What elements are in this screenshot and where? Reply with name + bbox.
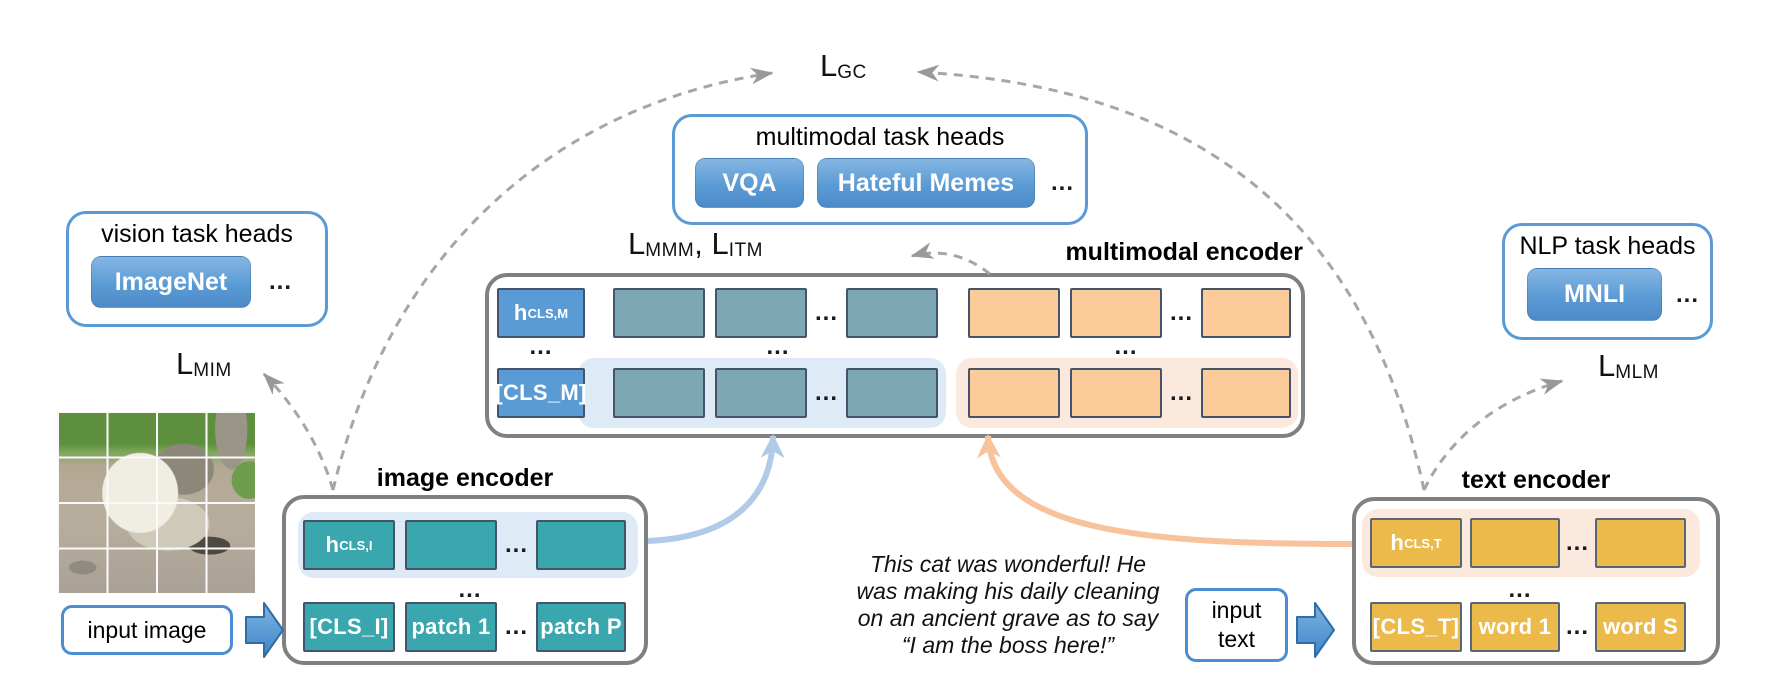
text-encoder-title: text encoder — [1461, 466, 1611, 494]
input-image-label: input image — [87, 616, 207, 643]
text-input-row: [CLS_T] word 1 ... word S — [1370, 602, 1687, 652]
ellipsis: ... — [505, 531, 529, 558]
word-token: word S — [1595, 602, 1687, 652]
vqa-head-button: VQA — [695, 158, 804, 208]
token-block — [1595, 518, 1687, 568]
token-block — [968, 288, 1061, 338]
loss-mmm-itm: LMMM, LITM — [628, 226, 763, 261]
ellipsis: ... — [766, 333, 790, 360]
token-block — [1201, 288, 1292, 338]
input-text-label-line1: input — [1211, 597, 1262, 624]
vision-task-heads-box: vision task heads ImageNet ... — [66, 211, 328, 327]
ellipsis: ... — [1508, 576, 1532, 603]
loss-global-contrastive: LGC — [820, 48, 867, 83]
loss-masked-image-modeling: LMIM — [176, 346, 232, 381]
image-encoder-title: image encoder — [376, 464, 554, 492]
nlp-task-heads-box: NLP task heads MNLI ... — [1502, 223, 1713, 340]
input-text-label-box: input text — [1185, 588, 1288, 662]
token-block — [1470, 518, 1560, 568]
vision-task-heads-title: vision task heads — [101, 220, 293, 248]
loss-masked-language-modeling: LMLM — [1598, 348, 1659, 383]
token-block — [715, 368, 807, 418]
mnli-head-button: MNLI — [1527, 268, 1662, 321]
imagenet-head-button: ImageNet — [91, 256, 251, 308]
ellipsis: ... — [529, 333, 553, 360]
token-block — [1201, 368, 1292, 418]
image-input-row: [CLS_I] patch 1 ... patch P — [303, 602, 627, 652]
token-block — [613, 368, 705, 418]
ellipsis: ... — [815, 379, 839, 406]
token-block — [1070, 288, 1163, 338]
patch-grid-overlay — [57, 411, 255, 593]
nlp-task-heads-title: NLP task heads — [1519, 232, 1696, 260]
ellipsis: ... — [505, 613, 529, 640]
ellipsis: ... — [1566, 613, 1590, 640]
token-block — [405, 520, 497, 570]
multimodal-task-heads-title: multimodal task heads — [755, 123, 1005, 151]
image-cls-token: [CLS_I] — [303, 602, 395, 652]
multimodal-encoder-title: multimodal encoder — [1065, 238, 1303, 266]
ellipsis: ... — [458, 576, 482, 603]
token-block — [846, 368, 939, 418]
more-vision-heads-ellipsis: ... — [269, 268, 293, 295]
input-text-label-line2: text — [1217, 626, 1256, 652]
text-to-multimodal-arrow — [976, 434, 1353, 547]
hateful-memes-head-button: Hateful Memes — [817, 158, 1035, 208]
input-image-label-box: input image — [61, 605, 233, 655]
input-text-arrow — [1296, 602, 1335, 658]
ellipsis: ... — [1170, 299, 1194, 326]
ellipsis: ... — [815, 299, 839, 326]
token-block — [968, 368, 1061, 418]
token-block — [613, 288, 705, 338]
patch-token: patch 1 — [405, 602, 497, 652]
word-token: word 1 — [1470, 602, 1560, 652]
image-to-multimodal-arrow — [647, 434, 785, 544]
more-nlp-heads-ellipsis: ... — [1676, 280, 1700, 308]
cat-photo — [57, 411, 255, 593]
multimodal-input-row: [CLS_M] ... ... — [495, 368, 1292, 418]
multimodal-task-heads-box: multimodal task heads VQA Hateful Memes … — [672, 114, 1088, 225]
multimodal-cls-token: [CLS_M] — [495, 368, 586, 418]
ellipsis: ... — [1170, 379, 1194, 406]
ellipsis: ... — [1114, 333, 1138, 360]
input-image-arrow — [245, 602, 284, 658]
input-text-caption: This cat was wonderful! He was making hi… — [856, 551, 1160, 658]
token-block — [846, 288, 939, 338]
more-multimodal-heads-ellipsis: ... — [1051, 169, 1075, 196]
token-block — [715, 288, 807, 338]
ellipsis: ... — [1566, 529, 1590, 556]
token-block — [1070, 368, 1163, 418]
text-cls-token: [CLS_T] — [1370, 602, 1462, 652]
patch-token: patch P — [536, 602, 627, 652]
token-block — [536, 520, 627, 570]
multimodal-to-mmm-itm-loss-arrow — [910, 242, 991, 276]
